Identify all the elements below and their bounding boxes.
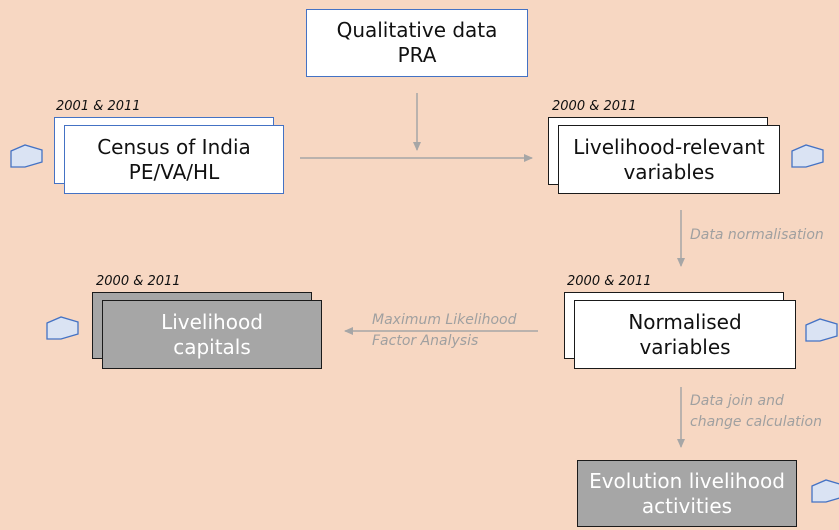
edge-label-factor-analysis: Maximum Likelihood Factor Analysis	[372, 310, 517, 352]
normalised-subtitle: variables	[639, 334, 731, 359]
map-pin-icon	[10, 144, 43, 168]
factor-analysis-line2: Factor Analysis	[372, 333, 479, 349]
livelihood-vars-subtitle: variables	[623, 159, 715, 184]
evolution-subtitle: activities	[641, 493, 733, 518]
normalised-title: Normalised	[628, 309, 742, 334]
census-box: Census of India PE/VA/HL	[64, 125, 284, 194]
map-pin-icon	[46, 316, 79, 340]
evolution-title: Evolution livelihood	[589, 468, 785, 493]
evolution-box: Evolution livelihood activities	[577, 460, 797, 527]
capitals-title: Livelihood	[161, 309, 263, 334]
census-subtitle: PE/VA/HL	[128, 159, 220, 184]
map-pin-icon	[805, 318, 838, 342]
factor-analysis-line1: Maximum Likelihood	[372, 312, 517, 328]
join-line1: Data join and	[690, 393, 784, 409]
capitals-year-label: 2000 & 2011	[96, 274, 181, 289]
capitals-subtitle: capitals	[173, 334, 251, 359]
normalised-box: Normalised variables	[574, 300, 796, 369]
normalised-year-label: 2000 & 2011	[567, 274, 652, 289]
qualitative-subtitle: PRA	[397, 43, 437, 67]
edge-label-normalisation: Data normalisation	[690, 227, 824, 243]
census-year-label: 2001 & 2011	[56, 99, 141, 114]
qualitative-title: Qualitative data	[336, 18, 498, 42]
edge-label-join: Data join and change calculation	[690, 391, 822, 433]
livelihood-vars-box: Livelihood-relevant variables	[558, 125, 780, 194]
livelihood-vars-title: Livelihood-relevant	[573, 134, 765, 159]
livelihood-vars-year-label: 2000 & 2011	[552, 99, 637, 114]
join-line2: change calculation	[690, 414, 822, 430]
map-pin-icon	[791, 144, 824, 168]
map-pin-icon	[811, 479, 839, 503]
qualitative-data-box: Qualitative data PRA	[306, 9, 528, 77]
capitals-box: Livelihood capitals	[102, 300, 322, 369]
census-title: Census of India	[97, 134, 251, 159]
